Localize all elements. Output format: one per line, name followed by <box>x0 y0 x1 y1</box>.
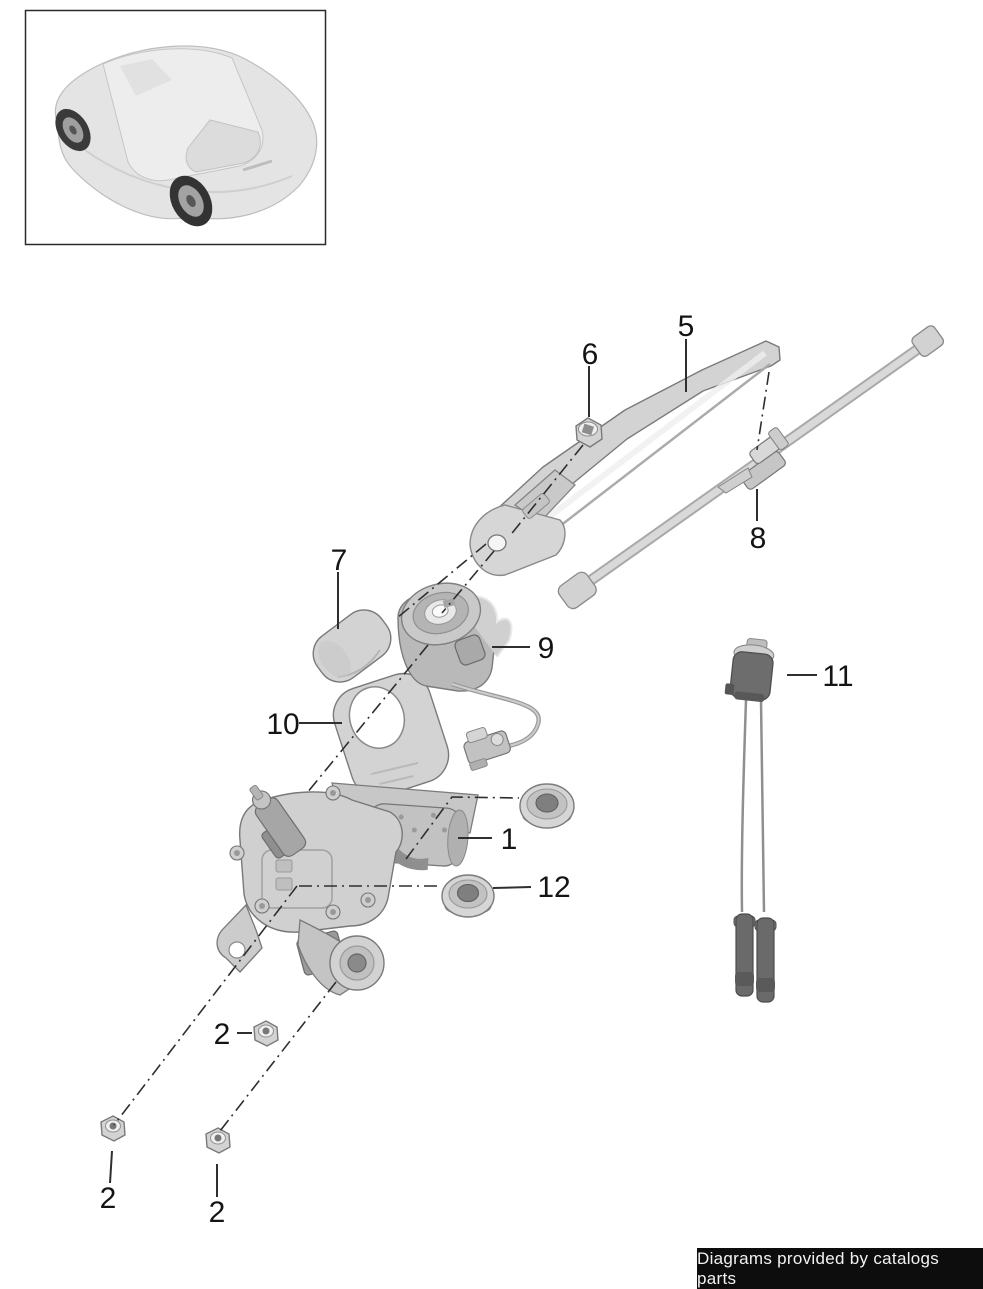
wiper-arm-part <box>469 340 781 576</box>
washer-tube-left <box>740 699 748 913</box>
callout-9[interactable]: 9 <box>538 632 555 665</box>
provider-banner: Diagrams provided by catalogs parts <box>697 1248 983 1289</box>
leader-lines <box>109 339 817 1197</box>
hose-connector-part <box>724 638 777 1003</box>
pivot-hole <box>487 534 507 552</box>
provider-banner-text: Diagrams provided by catalogs parts <box>697 1248 940 1288</box>
axis-nut-to-pivot <box>508 444 584 538</box>
callout-2c[interactable]: 2 <box>209 1196 226 1229</box>
cover-emblem <box>454 634 486 666</box>
leader-12 <box>492 886 532 889</box>
callout-5[interactable]: 5 <box>678 310 695 343</box>
cap-nut-part <box>575 417 603 448</box>
blade-end-cap-lower <box>557 571 597 610</box>
wiper-blade-part <box>557 325 945 610</box>
cover-ring <box>400 582 482 646</box>
rear-left-wheel <box>169 175 213 227</box>
callout-11[interactable]: 11 <box>822 660 853 693</box>
axis-pivot-to-cover-a <box>396 543 487 619</box>
axis-motor-to-nut-left <box>113 885 298 1126</box>
washer-tube-right <box>759 699 766 913</box>
rear-window <box>185 119 261 173</box>
callout-7[interactable]: 7 <box>331 544 348 577</box>
assembly-axis-lines <box>113 371 770 1132</box>
tube-end-right <box>754 917 777 1003</box>
motor-bushing <box>329 935 385 991</box>
blade-adapter <box>717 427 789 494</box>
wiper-motor-part <box>216 782 479 996</box>
callout-10[interactable]: 10 <box>266 708 299 741</box>
hex-nut-b <box>100 1115 126 1142</box>
hose-valve <box>463 727 511 771</box>
motor-screws <box>229 785 376 920</box>
connector-body <box>724 638 775 703</box>
pivot-cover-part <box>397 582 541 771</box>
hex-nut-a <box>253 1020 279 1047</box>
callout-2a[interactable]: 2 <box>214 1018 231 1051</box>
callout-2b[interactable]: 2 <box>100 1182 117 1215</box>
callout-6[interactable]: 6 <box>582 338 599 371</box>
grommet-upper <box>519 783 575 829</box>
grommet-12 <box>441 874 495 918</box>
leader-2b <box>109 1150 113 1184</box>
axis-motor-to-grommet-upper <box>405 796 520 860</box>
gasket-part <box>332 672 450 798</box>
callout-labels: 5 6 8 7 9 10 11 1 12 2 2 2 <box>100 310 854 1229</box>
callout-1[interactable]: 1 <box>501 823 518 856</box>
axis-cover-to-motor <box>306 644 429 794</box>
tube-end-left <box>733 913 756 997</box>
hex-nut-c <box>205 1127 231 1154</box>
callout-12[interactable]: 12 <box>537 871 570 904</box>
vehicle-inset <box>24 9 327 246</box>
axis-arm-to-blade <box>756 371 770 451</box>
blade-end-cap-upper <box>911 325 945 358</box>
wiper-cap-part <box>312 609 392 683</box>
motor-shaft <box>249 784 307 859</box>
front-left-wheel <box>55 108 91 152</box>
vehicle-thumbnail <box>54 45 318 227</box>
axis-motor-to-nut-right <box>219 981 337 1132</box>
taillight <box>242 159 273 172</box>
callout-8[interactable]: 8 <box>750 522 767 555</box>
motor-foot-left <box>216 903 263 973</box>
